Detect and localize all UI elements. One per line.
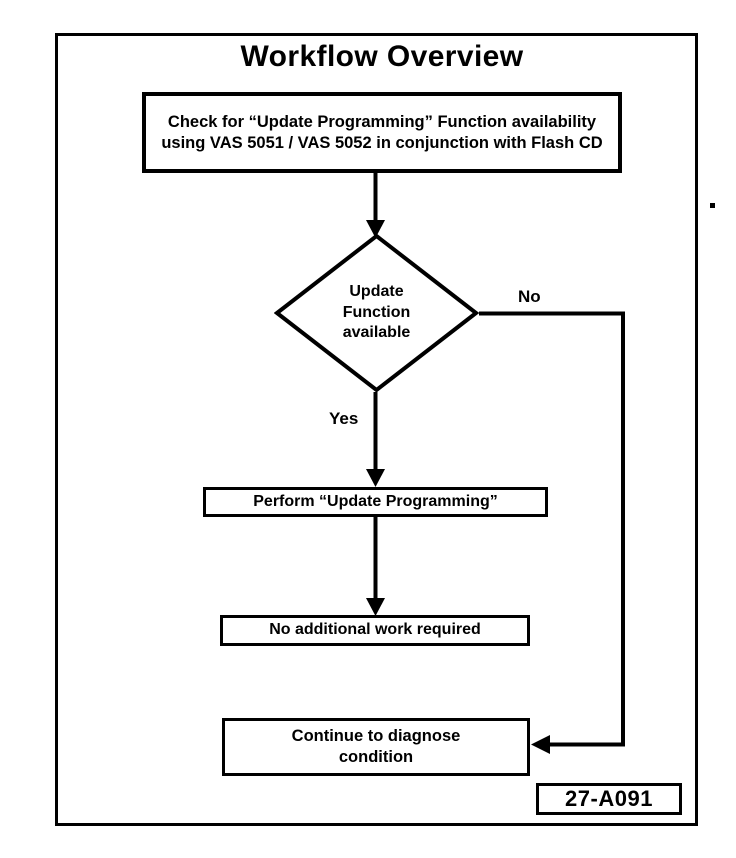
reference-id-text: 27-A091	[565, 786, 653, 811]
ink-speck	[710, 203, 715, 208]
node-perform-update-programming[interactable]: Perform “Update Programming”	[203, 487, 548, 517]
continue-line-1: Continue to diagnose	[291, 726, 461, 745]
diamond-shape	[274, 233, 479, 393]
continue-line-2: condition	[338, 748, 414, 766]
node-decision-label: Update Function available	[274, 233, 479, 393]
decision-line-3: available	[342, 324, 411, 342]
node-check-update-function[interactable]: Check for “Update Programming” Function …	[142, 92, 622, 173]
reference-id-badge: 27-A091	[536, 783, 682, 815]
branch-label-no: No	[518, 287, 541, 306]
node-perform-label: Perform “Update Programming”	[253, 492, 498, 510]
page-title: Workflow Overview	[240, 40, 524, 73]
node-continue-to-diagnose[interactable]: Continue to diagnose condition	[222, 718, 530, 776]
branch-label-yes: Yes	[329, 409, 359, 428]
node-no-additional-work[interactable]: No additional work required	[220, 615, 530, 646]
node-decision-update-available[interactable]: Update Function available	[274, 233, 479, 393]
decision-line-1: Update	[349, 282, 404, 300]
node-check-label: Check for “Update Programming” Function …	[161, 112, 603, 152]
decision-line-2: Function	[342, 303, 411, 321]
node-no-additional-work-label: No additional work required	[269, 621, 481, 639]
node-continue-label: Continue to diagnose condition	[292, 726, 461, 769]
